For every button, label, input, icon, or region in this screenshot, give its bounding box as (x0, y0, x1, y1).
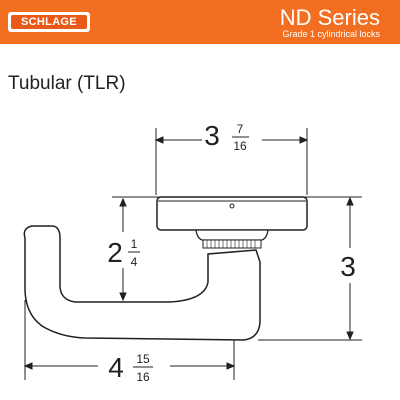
height-right-dimension-arrow (346, 196, 354, 341)
width-bottom-denominator: 16 (136, 370, 150, 384)
width-top-numerator: 7 (237, 122, 244, 136)
width-top-whole: 3 (204, 120, 220, 151)
lever-height-numerator: 1 (131, 237, 138, 251)
width-bottom-dimension-arrow (23, 362, 236, 370)
tubular-collar (195, 229, 269, 241)
header-bar: SCHLAGE ND Series Grade 1 cylindrical lo… (0, 0, 400, 44)
lever-height-dimension-arrow (119, 197, 127, 302)
lever-height-whole: 2 (107, 237, 123, 268)
schlage-logo: SCHLAGE (8, 12, 90, 32)
series-title: ND Series (279, 5, 380, 30)
width-bottom-numerator: 15 (136, 352, 150, 366)
keyway-hole (229, 203, 235, 209)
height-right-value: 3 (340, 251, 356, 282)
section-title: Tubular (TLR) (8, 73, 126, 94)
width-top-denominator: 16 (233, 139, 247, 153)
width-top-dimension-arrow (154, 136, 309, 144)
width-bottom-whole: 4 (108, 352, 124, 383)
lever-height-denominator: 4 (131, 255, 138, 269)
rose-body (156, 196, 308, 231)
series-subtitle: Grade 1 cylindrical locks (282, 29, 380, 39)
tubular-knurl (202, 239, 262, 249)
logo-text: SCHLAGE (11, 15, 87, 29)
lever-handle (23, 225, 261, 341)
knurl-lines (206, 240, 256, 248)
